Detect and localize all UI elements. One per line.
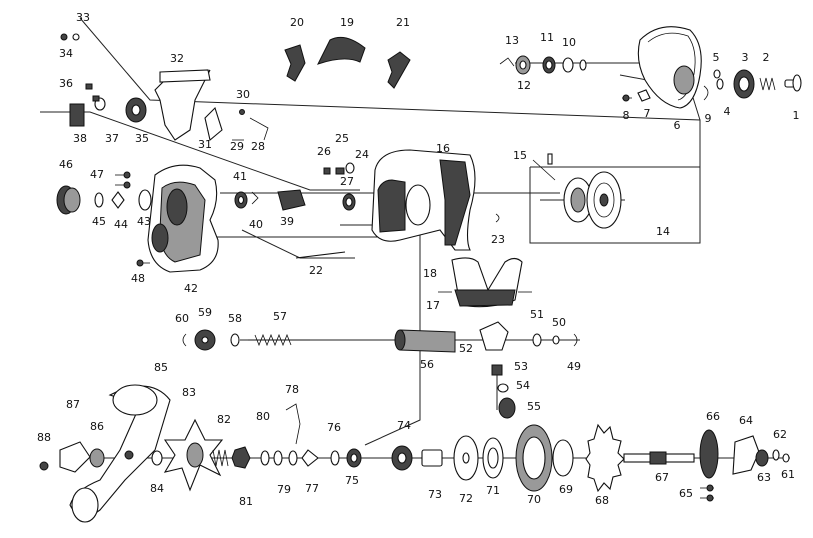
- part-label-41: 41: [233, 170, 247, 183]
- part-label-39: 39: [280, 215, 294, 228]
- part-label-17: 17: [426, 299, 440, 312]
- part-label-15: 15: [513, 149, 527, 162]
- part-label-45: 45: [92, 215, 106, 228]
- part-label-83: 83: [182, 386, 196, 399]
- part-label-23: 23: [491, 233, 505, 246]
- part-label-84: 84: [150, 482, 164, 495]
- part-label-66: 66: [706, 410, 720, 423]
- part-label-2: 2: [763, 51, 770, 64]
- part-label-69: 69: [559, 483, 573, 496]
- part-label-25: 25: [335, 132, 349, 145]
- part-label-9: 9: [705, 112, 712, 125]
- part-label-61: 61: [781, 468, 795, 481]
- sideplate-group: [499, 26, 802, 109]
- part-label-63: 63: [757, 471, 771, 484]
- part-label-74: 74: [397, 419, 411, 432]
- part-label-73: 73: [428, 488, 442, 501]
- part-label-68: 68: [595, 494, 609, 507]
- part-label-79: 79: [277, 483, 291, 496]
- part-label-54: 54: [516, 379, 530, 392]
- part-label-13: 13: [505, 34, 519, 47]
- part-label-22: 22: [309, 264, 323, 277]
- part-label-72: 72: [459, 492, 473, 505]
- frame-group: [284, 36, 532, 308]
- drive-group: [39, 384, 790, 523]
- part-label-64: 64: [739, 414, 753, 427]
- part-label-47: 47: [90, 168, 104, 181]
- part-label-10: 10: [562, 36, 576, 49]
- part-label-30: 30: [236, 88, 250, 101]
- part-label-4: 4: [724, 105, 731, 118]
- part-label-43: 43: [137, 215, 151, 228]
- part-label-26: 26: [317, 145, 331, 158]
- part-label-67: 67: [655, 471, 669, 484]
- part-label-50: 50: [552, 316, 566, 329]
- part-label-57: 57: [273, 310, 287, 323]
- part-label-52: 52: [459, 342, 473, 355]
- part-label-33: 33: [76, 11, 90, 24]
- part-label-5: 5: [713, 51, 720, 64]
- levelwind-group: [182, 321, 578, 419]
- part-label-48: 48: [131, 272, 145, 285]
- part-label-46: 46: [59, 158, 73, 171]
- part-label-1: 1: [793, 109, 800, 122]
- part-label-87: 87: [66, 398, 80, 411]
- spool-group: [532, 153, 625, 229]
- part-label-8: 8: [623, 109, 630, 122]
- part-label-29: 29: [230, 140, 244, 153]
- part-label-59: 59: [198, 306, 212, 319]
- part-label-80: 80: [256, 410, 270, 423]
- part-label-51: 51: [530, 308, 544, 321]
- part-label-31: 31: [198, 138, 212, 151]
- part-label-3: 3: [742, 51, 749, 64]
- part-label-81: 81: [239, 495, 253, 508]
- part-label-62: 62: [773, 428, 787, 441]
- part-label-44: 44: [114, 218, 128, 231]
- part-label-58: 58: [228, 312, 242, 325]
- part-label-78: 78: [285, 383, 299, 396]
- part-label-24: 24: [355, 148, 369, 161]
- part-label-20: 20: [290, 16, 304, 29]
- part-label-7: 7: [644, 107, 651, 120]
- part-label-37: 37: [105, 132, 119, 145]
- part-label-56: 56: [420, 358, 434, 371]
- part-label-70: 70: [527, 493, 541, 506]
- part-label-34: 34: [59, 47, 73, 60]
- part-label-86: 86: [90, 420, 104, 433]
- left-plate-group: [56, 164, 306, 273]
- part-label-76: 76: [327, 421, 341, 434]
- brake-group: [60, 33, 269, 141]
- part-label-14: 14: [656, 225, 670, 238]
- part-label-55: 55: [527, 400, 541, 413]
- part-label-65: 65: [679, 487, 693, 500]
- part-label-53: 53: [514, 360, 528, 373]
- part-label-82: 82: [217, 413, 231, 426]
- part-label-49: 49: [567, 360, 581, 373]
- part-label-16: 16: [436, 142, 450, 155]
- part-label-60: 60: [175, 312, 189, 325]
- part-label-71: 71: [486, 484, 500, 497]
- part-label-75: 75: [345, 474, 359, 487]
- part-label-32: 32: [170, 52, 184, 65]
- part-label-42: 42: [184, 282, 198, 295]
- part-label-28: 28: [251, 140, 265, 153]
- part-label-35: 35: [135, 132, 149, 145]
- part-label-12: 12: [517, 79, 531, 92]
- part-label-21: 21: [396, 16, 410, 29]
- part-label-77: 77: [305, 482, 319, 495]
- part-label-6: 6: [674, 119, 681, 132]
- part-label-40: 40: [249, 218, 263, 231]
- part-label-27: 27: [340, 175, 354, 188]
- part-label-38: 38: [73, 132, 87, 145]
- part-label-19: 19: [340, 16, 354, 29]
- part-label-36: 36: [59, 77, 73, 90]
- part-label-11: 11: [540, 31, 554, 44]
- part-label-88: 88: [37, 431, 51, 444]
- part-label-18: 18: [423, 267, 437, 280]
- part-label-85: 85: [154, 361, 168, 374]
